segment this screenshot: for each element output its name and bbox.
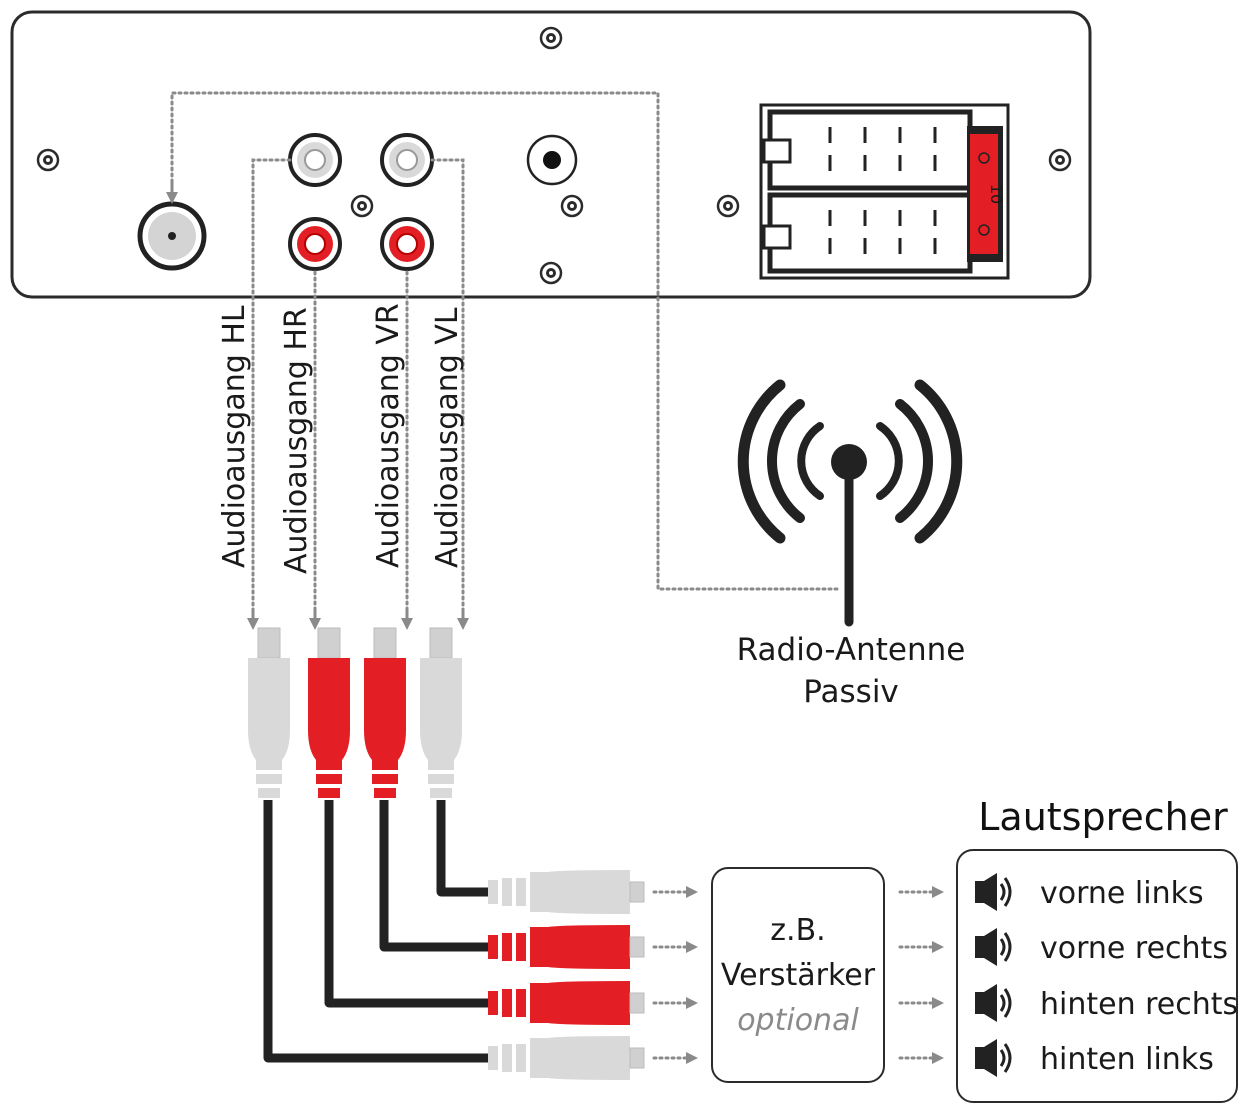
rca-plug-out-vl: [488, 870, 645, 914]
speaker-row: hinten rechts: [973, 982, 1238, 1024]
rca-plug-vr: [364, 627, 406, 798]
label-audioausgang-vl: Audioausgang VL: [430, 307, 465, 568]
hl-signal-line: [251, 158, 292, 620]
rca-jack-vr[interactable]: [380, 217, 434, 271]
rca-jack-hr[interactable]: [288, 217, 342, 271]
arrow-icon: [898, 886, 944, 1064]
cables: [263, 800, 490, 1063]
amp-label-line2: Verstärker: [721, 958, 876, 993]
speaker-label: hinten rechts: [1040, 987, 1238, 1022]
antenna-label-line1: Radio-Antenne: [737, 632, 966, 668]
aux-socket[interactable]: [526, 134, 578, 186]
speakers-title: Lautsprecher: [978, 795, 1228, 839]
output-labels: Audioausgang HL Audioausgang HR Audioaus…: [217, 303, 465, 574]
speaker-label: vorne links: [1040, 876, 1204, 911]
speaker-row: vorne rechts: [973, 926, 1228, 968]
rca-plug-out-hr: [488, 981, 645, 1025]
antenna-signal-line: [170, 91, 840, 591]
rca-jack-vl[interactable]: [380, 133, 434, 187]
speaker-row: vorne links: [973, 871, 1204, 913]
iso-connector[interactable]: 10: [759, 103, 1010, 280]
rca-plug-vl: [420, 627, 462, 798]
speaker-label: vorne rechts: [1040, 931, 1228, 966]
label-audioausgang-hr: Audioausgang HR: [279, 307, 314, 574]
rca-plug-out-hl: [488, 1036, 645, 1080]
speaker-row: hinten links: [973, 1037, 1214, 1079]
amp-label-line3: optional: [737, 1003, 859, 1038]
speakers-box: vorne links vorne rechts hinten rechts h…: [956, 849, 1238, 1103]
label-audioausgang-vr: Audioausgang VR: [371, 303, 406, 568]
rca-jack-hl[interactable]: [288, 133, 342, 187]
rca-plug-hr: [308, 627, 350, 798]
rca-plug-hl: [248, 627, 290, 798]
label-audioausgang-hl: Audioausgang HL: [217, 305, 252, 568]
fuse-label: 10: [987, 184, 1006, 204]
vl-signal-line: [430, 158, 465, 620]
amp-label-line1: z.B.: [770, 913, 825, 948]
signal-lines: [166, 91, 840, 630]
head-unit-back-panel: 10: [10, 10, 1092, 299]
antenna-socket[interactable]: [137, 201, 207, 271]
rca-plug-out-vr: [488, 925, 645, 969]
antenna-label-line2: Passiv: [803, 674, 899, 710]
arrow-icon: [652, 886, 698, 1064]
antenna-icon: [737, 379, 963, 627]
amplifier-box: z.B. Verstärker optional: [711, 867, 885, 1083]
speaker-label: hinten links: [1040, 1042, 1214, 1077]
